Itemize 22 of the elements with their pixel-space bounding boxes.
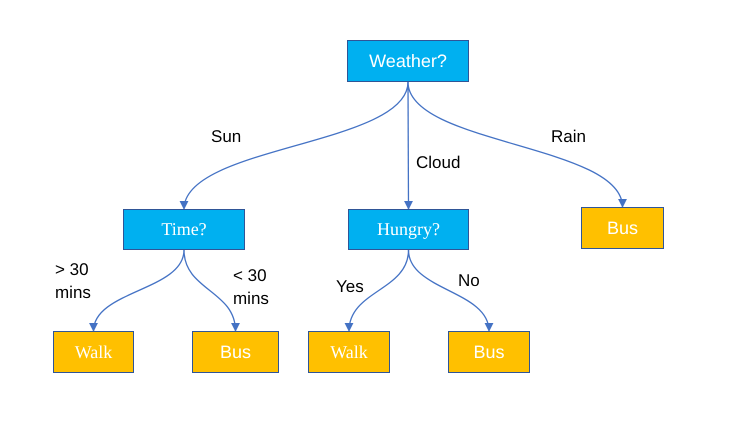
- node-label: Weather?: [369, 50, 447, 72]
- node-label: Bus: [473, 342, 505, 362]
- node-label: Walk: [74, 342, 112, 362]
- node-label: Hungry?: [377, 219, 440, 240]
- outcome-box: [581, 207, 664, 249]
- outcome-box: [53, 331, 134, 373]
- node-label: Time?: [161, 219, 207, 240]
- arrow: [182, 82, 409, 210]
- node-label: Bus: [220, 342, 252, 362]
- arrow: [408, 250, 492, 332]
- node-label: Walk: [330, 342, 368, 362]
- outcome-box: [308, 331, 390, 373]
- decision-box: [347, 40, 469, 82]
- arrow: [407, 82, 625, 208]
- decision-box: [348, 209, 469, 250]
- arrow: [346, 250, 410, 332]
- outcome-box: [192, 331, 279, 373]
- arrow: [90, 250, 185, 332]
- arrow: [183, 250, 240, 332]
- outcome-box: [448, 331, 530, 373]
- decision-box: [123, 209, 245, 250]
- node-label: Bus: [606, 218, 638, 238]
